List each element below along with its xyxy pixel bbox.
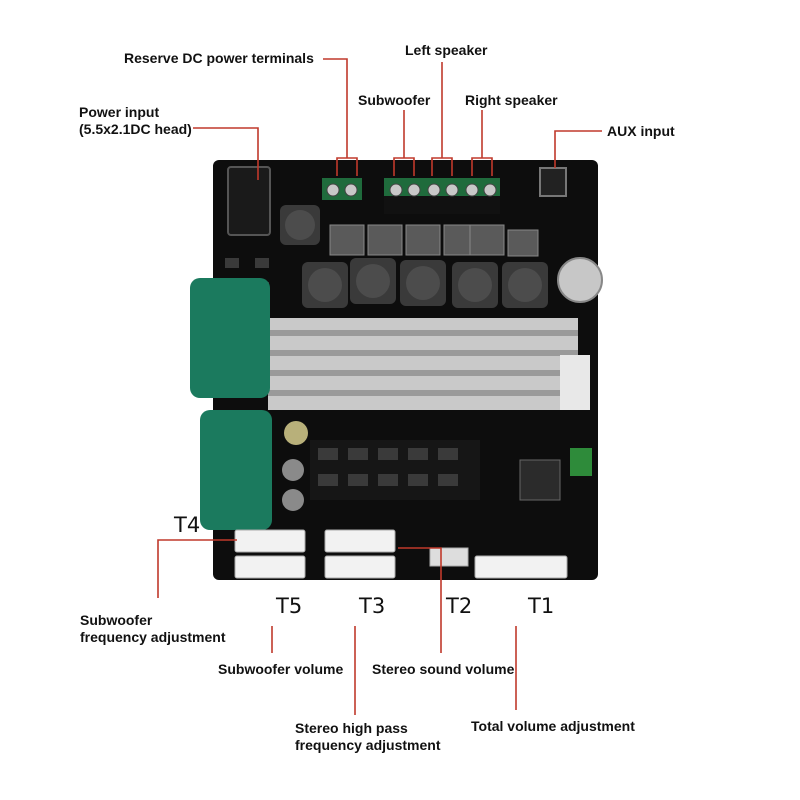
label-right-speaker: Right speaker [465,92,558,108]
tag-t5: T5 [276,594,303,618]
tag-t3: T3 [359,594,386,618]
main-chip [519,459,561,501]
label-subwoofer: Subwoofer [358,92,431,108]
mosfets [329,224,539,257]
label-power-input-line1: Power input [79,104,160,120]
tag-t2: T2 [446,594,473,618]
screw-terminals [322,178,500,214]
label-left-speaker: Left speaker [405,42,488,58]
label-stereo-high-pass-line2: frequency adjustment [295,737,441,753]
label-subwoofer-frequency-line2: frequency adjustment [80,629,226,645]
heatsink [268,318,590,410]
label-aux-input: AUX input [607,123,675,139]
leader-lines [157,58,602,715]
label-total-volume: Total volume adjustment [471,718,635,734]
tag-t1: T1 [528,594,555,618]
pcb-components [225,258,480,500]
aux-jack [539,167,567,197]
label-subwoofer-volume: Subwoofer volume [218,661,344,677]
inductors [280,205,548,308]
label-stereo-sound-volume: Stereo sound volume [372,661,515,677]
label-stereo-high-pass: Stereo high pass frequency adjustment [295,720,440,754]
tag-t4: T4 [174,513,201,537]
label-stereo-high-pass-line1: Stereo high pass [295,720,408,736]
label-subwoofer-frequency: Subwoofer frequency adjustment [80,612,225,646]
bluetooth-antenna [570,448,592,476]
dc-power-jack [227,166,271,236]
label-power-input-line2: (5.5x2.1DC head) [79,121,192,137]
label-reserve-dc: Reserve DC power terminals [124,50,314,66]
label-subwoofer-frequency-line1: Subwoofer [80,612,153,628]
pot-connectors [234,529,568,579]
capacitors [190,257,603,530]
label-power-input: Power input (5.5x2.1DC head) [79,104,192,138]
